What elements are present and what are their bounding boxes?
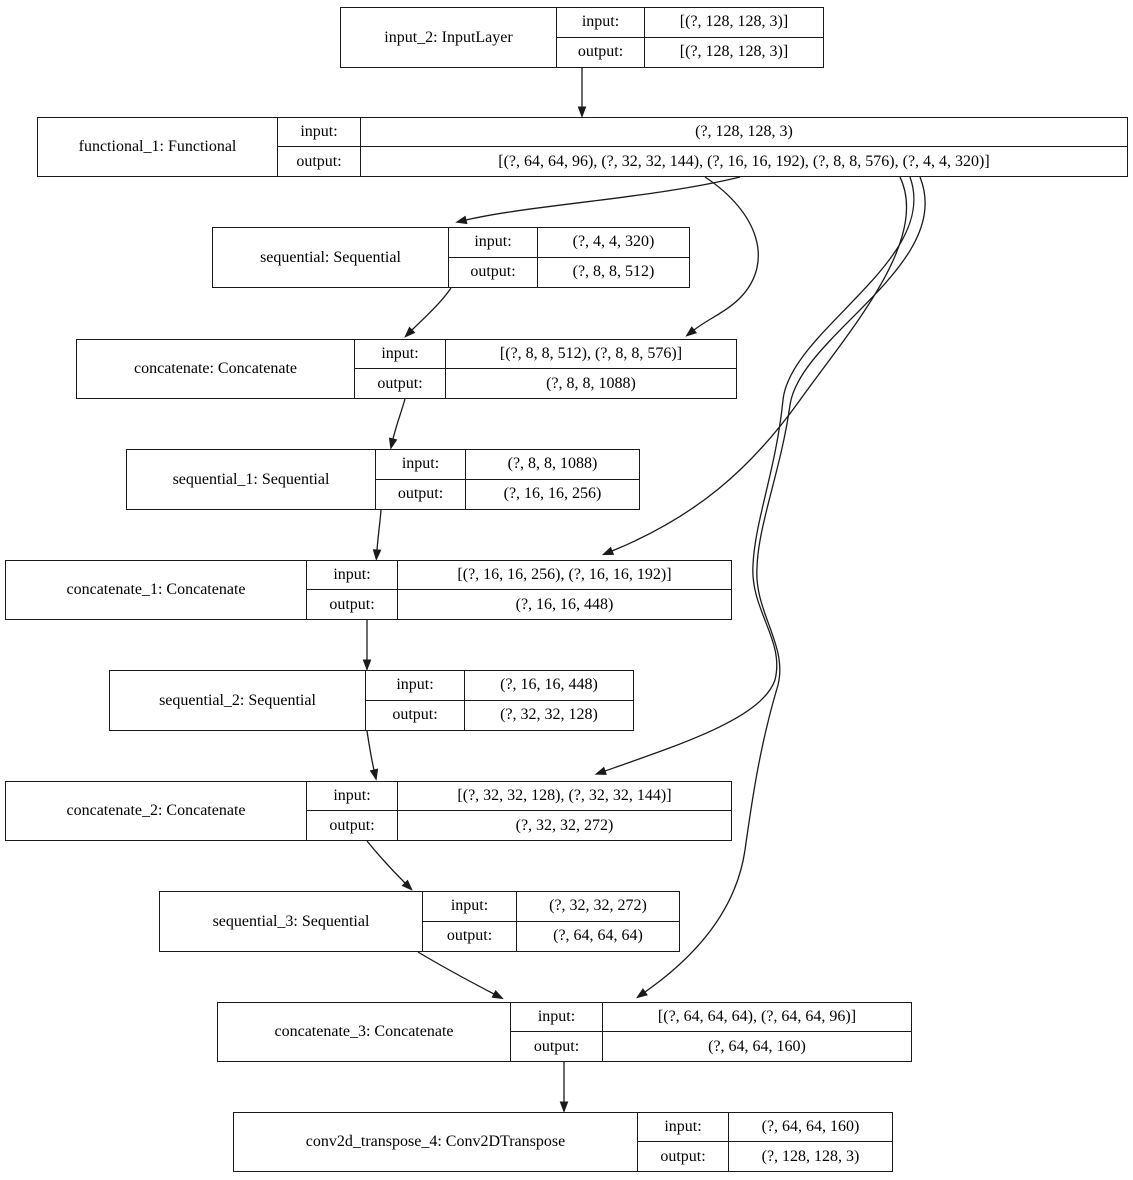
edge-functional_1-concatenate_1 bbox=[612, 176, 908, 551]
layer-node-sequential_1: sequential_1: Sequential input: (?, 8, 8… bbox=[126, 449, 640, 510]
layer-node-functional_1: functional_1: Functional input: (?, 128,… bbox=[37, 117, 1128, 177]
layer-title: concatenate_1: Concatenate bbox=[6, 561, 307, 619]
output-shape: (?, 64, 64, 64) bbox=[553, 927, 643, 945]
input-shape: [(?, 128, 128, 3)] bbox=[645, 8, 823, 38]
layer-node-sequential_3: sequential_3: Sequential input: (?, 32, … bbox=[159, 891, 680, 952]
input-shape: [(?, 64, 64, 64), (?, 64, 64, 96)] bbox=[603, 1003, 911, 1032]
layer-node-concatenate: concatenate: Concatenate input: [(?, 8, … bbox=[76, 339, 737, 399]
output-label: output: bbox=[638, 1142, 729, 1171]
input-shape: [(?, 16, 16, 256), (?, 16, 16, 192)] bbox=[398, 561, 731, 590]
output-label: output: bbox=[307, 590, 398, 619]
layer-title: sequential: Sequential bbox=[213, 228, 449, 287]
output-label: output: bbox=[355, 369, 446, 398]
input-label: input: bbox=[449, 228, 538, 258]
input-shape: (?, 32, 32, 272) bbox=[517, 892, 679, 922]
edge-sequential-concatenate bbox=[412, 287, 452, 330]
edge-functional_1-concatenate_3 bbox=[645, 176, 926, 992]
input-shape: (?, 4, 4, 320) bbox=[538, 228, 689, 258]
output-label: output: bbox=[376, 479, 466, 509]
edge-sequential_1-concatenate_1 bbox=[377, 509, 382, 550]
output-shape: (?, 16, 16, 256) bbox=[503, 485, 602, 503]
layer-node-sequential: sequential: Sequential input: (?, 4, 4, … bbox=[212, 227, 690, 288]
layer-title: concatenate: Concatenate bbox=[77, 340, 355, 398]
input-label: input: bbox=[355, 340, 446, 369]
output-label: output: bbox=[423, 921, 517, 951]
layer-node-concatenate_3: concatenate_3: Concatenate input: [(?, 6… bbox=[217, 1002, 912, 1062]
layer-title: input_2: InputLayer bbox=[341, 8, 557, 67]
layer-node-concatenate_2: concatenate_2: Concatenate input: [(?, 3… bbox=[5, 781, 732, 841]
input-label: input: bbox=[638, 1113, 729, 1142]
input-shape: (?, 8, 8, 1088) bbox=[466, 450, 639, 480]
input-label: input: bbox=[557, 8, 645, 38]
layer-title: sequential_1: Sequential bbox=[127, 450, 376, 509]
layer-title: concatenate_2: Concatenate bbox=[6, 782, 307, 840]
layer-node-conv2d_transpose_4: conv2d_transpose_4: Conv2DTranspose inpu… bbox=[233, 1112, 893, 1172]
output-shape: (?, 128, 128, 3) bbox=[761, 1147, 860, 1165]
output-label: output: bbox=[278, 147, 361, 176]
input-shape: (?, 64, 64, 160) bbox=[729, 1113, 892, 1142]
input-label: input: bbox=[307, 561, 398, 590]
output-shape: (?, 32, 32, 272) bbox=[515, 816, 614, 834]
layer-title: sequential_2: Sequential bbox=[110, 671, 366, 730]
input-label: input: bbox=[366, 671, 465, 701]
output-label: output: bbox=[449, 257, 538, 287]
output-shape: (?, 8, 8, 512) bbox=[572, 263, 655, 281]
input-label: input: bbox=[278, 118, 361, 147]
input-shape: [(?, 32, 32, 128), (?, 32, 32, 144)] bbox=[398, 782, 731, 811]
output-shape: (?, 32, 32, 128) bbox=[500, 706, 598, 724]
edge-sequential_2-concatenate_2 bbox=[366, 730, 374, 770]
edge-functional_1-concatenate bbox=[694, 176, 759, 330]
layer-node-sequential_2: sequential_2: Sequential input: (?, 16, … bbox=[109, 670, 634, 731]
input-shape: [(?, 8, 8, 512), (?, 8, 8, 576)] bbox=[446, 340, 736, 369]
edge-functional_1-concatenate_2 bbox=[605, 176, 915, 771]
input-shape: (?, 128, 128, 3) bbox=[361, 118, 1127, 147]
edge-concatenate-sequential_1 bbox=[393, 398, 406, 439]
layer-node-input_2: input_2: InputLayer input: [(?, 128, 128… bbox=[340, 7, 824, 68]
layer-title: concatenate_3: Concatenate bbox=[218, 1003, 511, 1061]
edge-concatenate_2-sequential_3 bbox=[366, 840, 405, 883]
output-shape: [(?, 64, 64, 96), (?, 32, 32, 144), (?, … bbox=[498, 152, 990, 170]
layer-title: sequential_3: Sequential bbox=[160, 892, 423, 951]
layer-node-concatenate_1: concatenate_1: Concatenate input: [(?, 1… bbox=[5, 560, 732, 620]
input-label: input: bbox=[511, 1003, 603, 1032]
output-shape: (?, 8, 8, 1088) bbox=[546, 374, 636, 392]
output-shape: (?, 64, 64, 160) bbox=[708, 1037, 806, 1055]
layer-title: functional_1: Functional bbox=[38, 118, 278, 176]
output-label: output: bbox=[307, 811, 398, 840]
input-label: input: bbox=[376, 450, 466, 480]
output-label: output: bbox=[557, 37, 645, 67]
output-label: output: bbox=[366, 700, 465, 730]
output-label: output: bbox=[511, 1032, 603, 1061]
edge-functional_1-sequential bbox=[466, 176, 741, 220]
input-label: input: bbox=[423, 892, 517, 922]
layer-title: conv2d_transpose_4: Conv2DTranspose bbox=[234, 1113, 638, 1171]
input-label: input: bbox=[307, 782, 398, 811]
edge-sequential_3-concatenate_3 bbox=[417, 951, 494, 994]
input-shape: (?, 16, 16, 448) bbox=[465, 671, 633, 701]
output-shape: [(?, 128, 128, 3)] bbox=[679, 43, 789, 61]
output-shape: (?, 16, 16, 448) bbox=[515, 595, 614, 613]
